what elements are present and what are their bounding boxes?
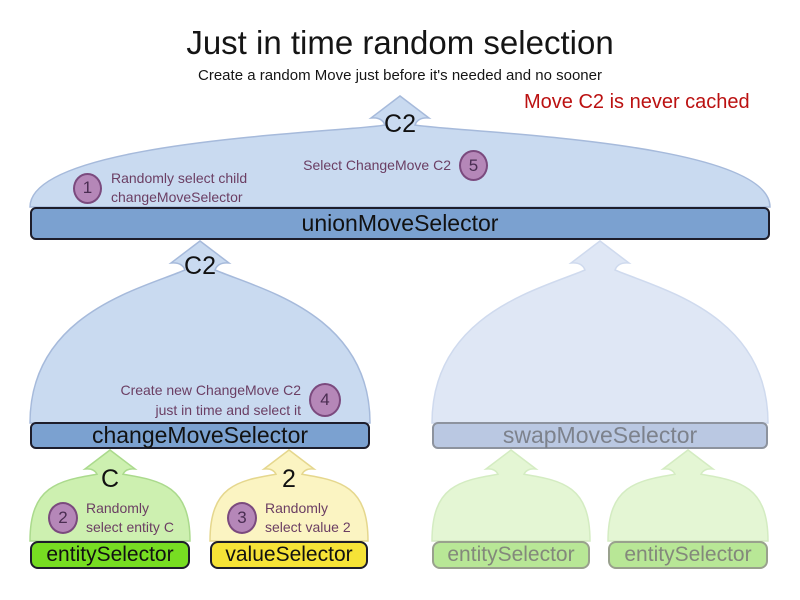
swap-funnel-shape: [431, 240, 769, 424]
entity-selected-label: C: [100, 465, 120, 493]
swap-funnel-faded: [431, 240, 769, 424]
faded-entity-funnel-2: [607, 449, 769, 542]
union-funnel: [29, 95, 771, 208]
swap-move-selector-bar-faded: swapMoveSelector: [432, 422, 768, 449]
value-selector-bar: valueSelector: [210, 541, 368, 569]
step-3-number-badge: 3: [227, 502, 257, 534]
step-3-annotation: 3 Randomly select value 2: [227, 499, 351, 537]
step-5-annotation: Select ChangeMove C2 5: [270, 150, 488, 181]
faded-entity-funnel-1-shape: [431, 449, 591, 542]
change-move-selector-bar: changeMoveSelector: [30, 422, 370, 449]
union-funnel-shape: [29, 95, 771, 208]
step-1-text: Randomly select child changeMoveSelector: [111, 170, 248, 205]
entity-selector-bar: entitySelector: [30, 541, 190, 569]
faded-entity-funnel-1: [431, 449, 591, 542]
faded-entity-selector-bar-1: entitySelector: [432, 541, 590, 569]
never-cached-note: Move C2 is never cached: [524, 91, 750, 113]
faded-entity-funnel-2-shape: [607, 449, 769, 542]
page-subtitle: Create a random Move just before it's ne…: [198, 67, 602, 84]
page-title: Just in time random selection: [186, 24, 614, 61]
step-4-text: Create new ChangeMove C2 just in time an…: [120, 382, 301, 418]
change-funnel-shape: [29, 240, 371, 424]
value-selected-label: 2: [282, 465, 296, 493]
step-2-text: Randomly select entity C: [86, 500, 174, 535]
step-1-number-badge: 1: [73, 172, 102, 204]
step-2-annotation: 2 Randomly select entity C: [48, 499, 174, 537]
step-5-number-badge: 5: [459, 150, 488, 181]
union-move-selector-bar: unionMoveSelector: [30, 207, 770, 240]
faded-entity-selector-bar-2: entitySelector: [608, 541, 768, 569]
step-2-number-badge: 2: [48, 502, 78, 534]
step-3-text: Randomly select value 2: [265, 500, 351, 535]
step-4-number-badge: 4: [309, 383, 341, 417]
step-5-text: Select ChangeMove C2: [303, 157, 451, 173]
step-1-annotation: 1 Randomly select child changeMoveSelect…: [73, 169, 247, 207]
union-selected-move-label: C2: [384, 110, 416, 138]
step-4-annotation: Create new ChangeMove C2 just in time an…: [105, 380, 341, 420]
change-selected-move-label: C2: [184, 252, 216, 280]
change-funnel: [29, 240, 371, 424]
